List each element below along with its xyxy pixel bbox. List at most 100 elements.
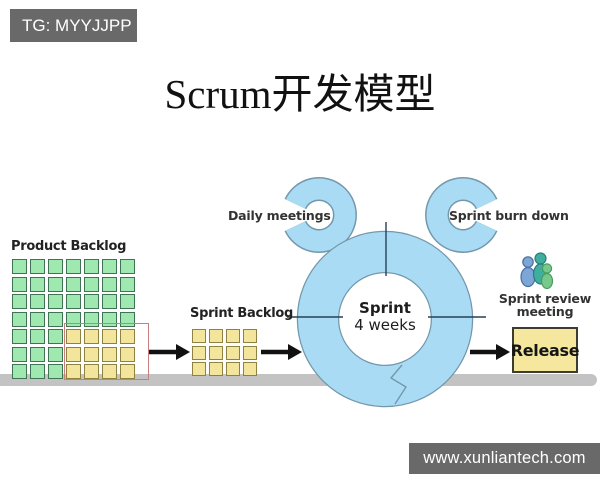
task-card-selected bbox=[226, 329, 240, 343]
burn-down-ring-body bbox=[426, 178, 497, 252]
person-teal-head bbox=[534, 252, 547, 265]
sprint-backlog-label: Sprint Backlog bbox=[190, 306, 294, 321]
task-card bbox=[66, 294, 81, 309]
task-card bbox=[84, 294, 99, 309]
task-card bbox=[120, 276, 135, 292]
person-green-head bbox=[541, 263, 553, 274]
task-card bbox=[48, 259, 63, 274]
task-card-selected bbox=[209, 362, 223, 376]
daily-meetings-ring-body bbox=[285, 178, 356, 252]
task-card-selected bbox=[226, 362, 240, 376]
task-card bbox=[30, 364, 45, 379]
sprint-cycle-donut-icon bbox=[287, 222, 486, 408]
task-card bbox=[102, 294, 117, 309]
task-card bbox=[48, 311, 63, 327]
task-card-selected bbox=[192, 329, 206, 343]
arrow-product-to-sprint-backlog bbox=[148, 344, 190, 360]
task-card bbox=[30, 311, 45, 327]
task-card-selected bbox=[209, 345, 223, 360]
task-card-selected bbox=[84, 329, 99, 344]
cycle-direction-notch bbox=[389, 364, 407, 405]
task-card bbox=[12, 329, 27, 344]
task-card-selected bbox=[192, 362, 206, 376]
sprint-cycle-name: Sprint bbox=[359, 299, 411, 317]
task-card bbox=[120, 259, 135, 274]
task-card bbox=[12, 276, 27, 292]
task-card bbox=[12, 364, 27, 379]
sprint-cycle-caption: Sprint 4 weeks bbox=[325, 300, 445, 334]
task-card bbox=[12, 259, 27, 274]
release-box: Release bbox=[510, 327, 580, 373]
sprint-review-meeting-label: Sprint review meeting bbox=[496, 292, 594, 318]
task-card-selected bbox=[120, 346, 135, 362]
task-card bbox=[30, 294, 45, 309]
task-card bbox=[48, 364, 63, 379]
task-card bbox=[120, 311, 135, 327]
task-card-selected bbox=[120, 364, 135, 379]
task-card-selected bbox=[226, 345, 240, 360]
person-blue-head bbox=[522, 256, 534, 268]
task-card bbox=[120, 294, 135, 309]
sprint-burn-down-label: Sprint burn down bbox=[449, 208, 569, 223]
telegram-watermark-badge: TG: MYYJJPP bbox=[10, 9, 137, 42]
sprint-review-line2: meeting bbox=[516, 304, 574, 319]
task-card-selected bbox=[66, 329, 81, 344]
task-card bbox=[12, 346, 27, 362]
sprint-cycle-duration: 4 weeks bbox=[354, 316, 416, 334]
task-card-selected bbox=[102, 346, 117, 362]
site-watermark-banner: www.xunliantech.com bbox=[409, 443, 600, 474]
telegram-watermark-text: TG: MYYJJPP bbox=[22, 15, 132, 35]
task-card bbox=[48, 294, 63, 309]
product-backlog-grid bbox=[12, 259, 135, 379]
task-card-selected bbox=[66, 364, 81, 379]
person-green-body bbox=[540, 272, 554, 290]
site-watermark-text: www.xunliantech.com bbox=[423, 449, 586, 467]
task-card-selected bbox=[243, 345, 257, 360]
task-card bbox=[12, 294, 27, 309]
task-card bbox=[102, 311, 117, 327]
arrow-head-icon bbox=[496, 344, 510, 360]
task-card bbox=[30, 346, 45, 362]
task-card-selected bbox=[102, 329, 117, 344]
product-backlog-label: Product Backlog bbox=[11, 239, 127, 254]
task-card bbox=[12, 311, 27, 327]
task-card bbox=[48, 329, 63, 344]
arrow-head-icon bbox=[288, 344, 302, 360]
task-card bbox=[48, 276, 63, 292]
task-card bbox=[102, 276, 117, 292]
arrow-sprint-backlog-to-cycle bbox=[261, 344, 302, 360]
task-card-selected bbox=[84, 346, 99, 362]
task-card bbox=[30, 276, 45, 292]
task-card bbox=[30, 259, 45, 274]
task-card-selected bbox=[120, 329, 135, 344]
sprint-burn-down-ring-icon bbox=[425, 177, 498, 253]
task-card bbox=[66, 276, 81, 292]
task-card bbox=[84, 311, 99, 327]
task-card-selected bbox=[243, 362, 257, 376]
daily-meetings-label: Daily meetings bbox=[228, 208, 331, 223]
task-card-selected bbox=[102, 364, 117, 379]
arrow-cycle-to-release bbox=[470, 344, 510, 360]
sprint-review-line1: Sprint review bbox=[498, 291, 592, 306]
task-card bbox=[48, 346, 63, 362]
people-group-icon bbox=[520, 252, 554, 290]
task-card-selected bbox=[209, 329, 223, 343]
daily-meetings-ring-icon bbox=[284, 177, 357, 253]
task-card bbox=[84, 276, 99, 292]
task-card bbox=[102, 259, 117, 274]
task-card bbox=[66, 259, 81, 274]
task-card-selected bbox=[66, 346, 81, 362]
task-card-selected bbox=[192, 345, 206, 360]
task-card bbox=[84, 259, 99, 274]
task-card bbox=[66, 311, 81, 327]
task-card-selected bbox=[84, 364, 99, 379]
task-card-selected bbox=[243, 329, 257, 343]
person-blue-body bbox=[520, 266, 536, 288]
sprint-selection-rectangle bbox=[64, 323, 149, 380]
release-label: Release bbox=[510, 340, 580, 360]
page-title: Scrum开发模型 bbox=[164, 71, 436, 117]
task-card bbox=[30, 329, 45, 344]
sprint-donut-body bbox=[298, 232, 472, 406]
